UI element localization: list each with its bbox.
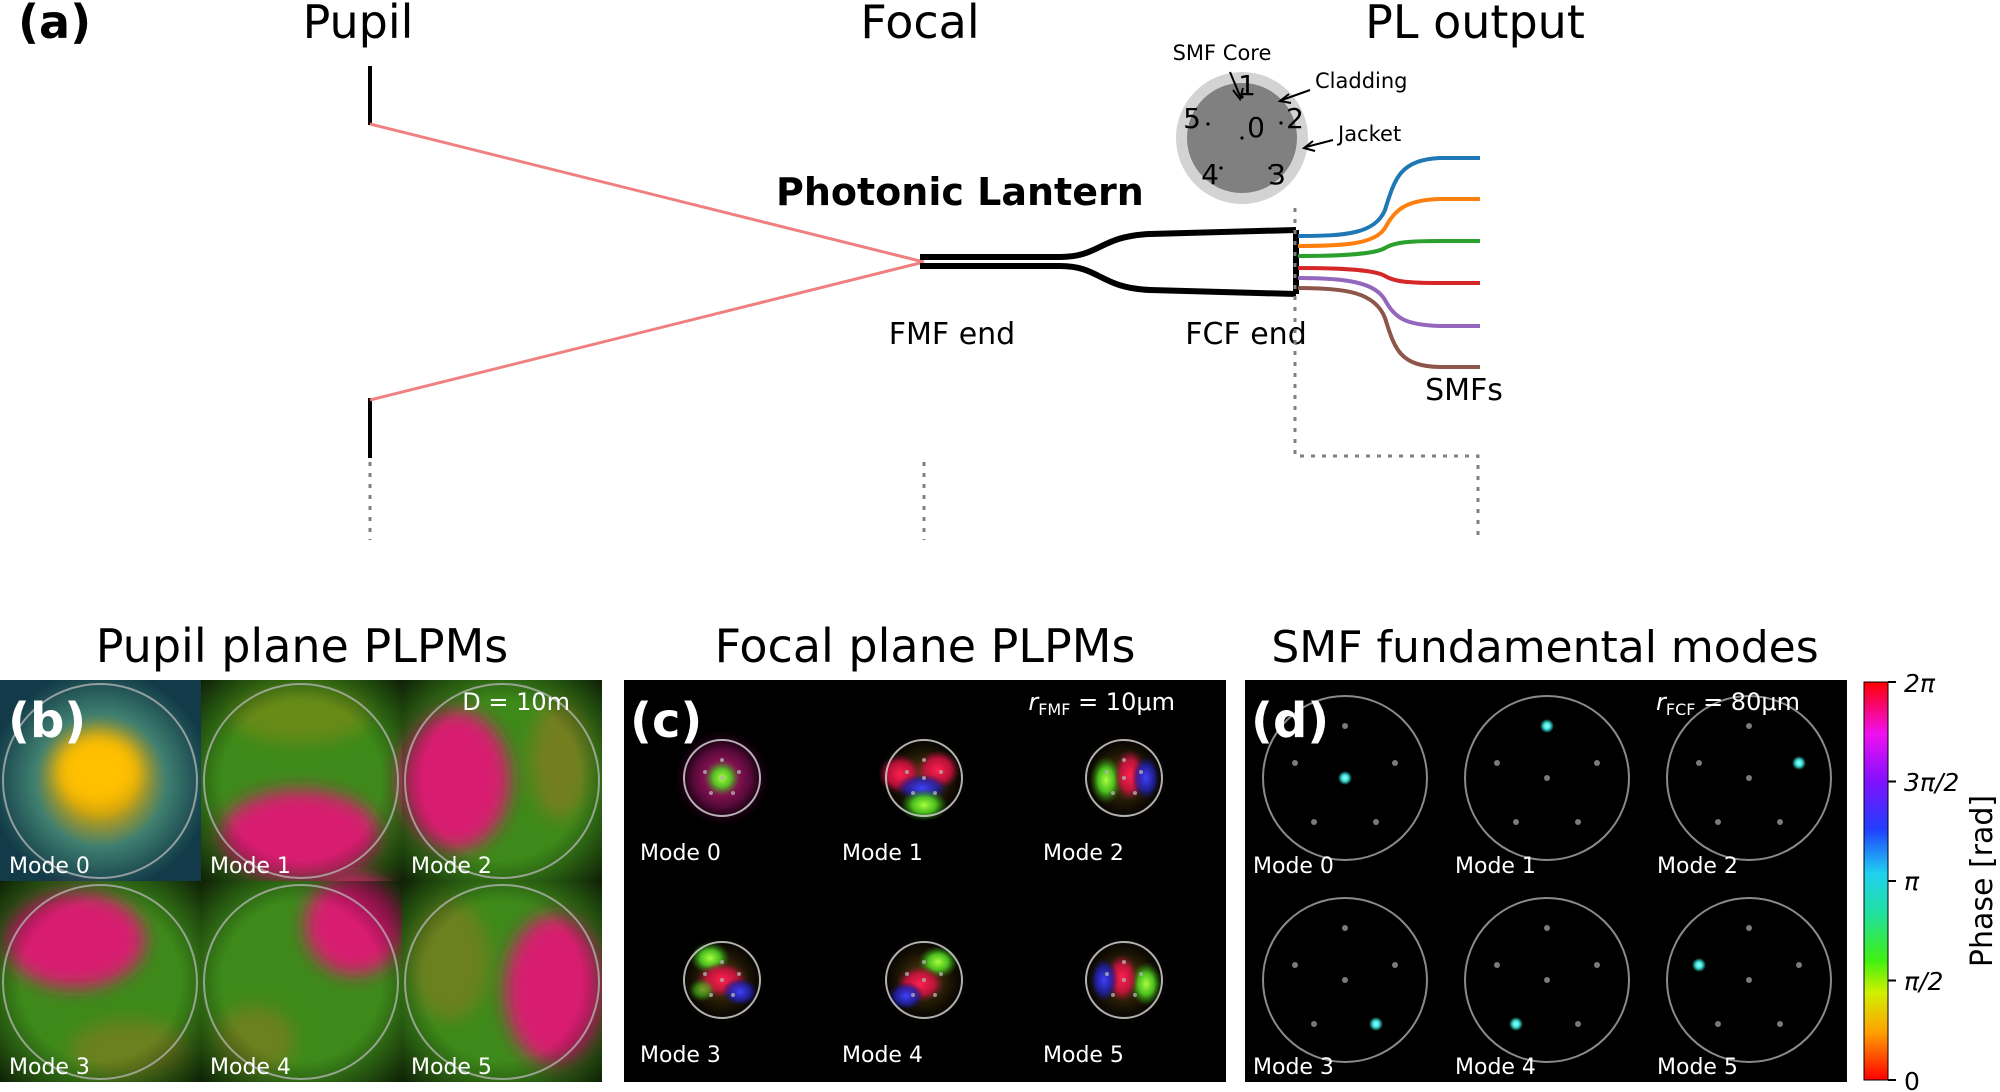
smf-mode-2-label: Mode 2	[1657, 854, 1738, 879]
core-number-1: 1	[1238, 69, 1256, 102]
fcf-radius-annotation: rFCF = 80μm	[1656, 688, 1800, 719]
label-smf-core: SMF Core	[1173, 41, 1272, 65]
smf-mode-3-label: Mode 3	[1253, 1055, 1334, 1080]
pupil-mode-5-label: Mode 5	[411, 1055, 492, 1080]
device-title: Photonic Lantern	[776, 170, 1144, 214]
pupil-diameter-annotation: D = 10m	[462, 688, 570, 716]
smf-mode-5-spot	[1692, 958, 1706, 972]
focal-mode-4-label: Mode 4	[842, 1043, 923, 1068]
smf-line-1	[1297, 197, 1480, 248]
panel-b-title: Pupil plane PLPMs	[96, 619, 508, 673]
focal-mode-2-label: Mode 2	[1043, 841, 1124, 866]
pupil-mode-3-image	[0, 881, 201, 1082]
pupil-mode-2-image	[400, 680, 602, 881]
core-number-2: 2	[1286, 102, 1304, 135]
smf-mode-0-spot	[1338, 771, 1352, 785]
colorbar-gradient	[1863, 681, 1889, 1081]
fcf-end-label: FCF end	[1185, 317, 1307, 352]
smf-core-dots	[1292, 723, 1802, 1027]
panel-b: (b) D = 10m Mode 0 Mode 1 Mode 2 Mode 3 …	[0, 680, 602, 1082]
photonic-lantern	[920, 227, 1299, 297]
pupil-mode-4-image	[201, 875, 405, 1082]
pupil-outlines	[2, 683, 600, 1080]
smf-line-4	[1297, 276, 1480, 328]
colorbar-tick-3pi-half: 3π/2	[1904, 768, 1959, 797]
pupil-mode-0-image	[0, 680, 201, 881]
pupil-mode-5-image	[402, 881, 602, 1082]
fmf-end-label: FMF end	[889, 317, 1015, 352]
smf-mode-0-label: Mode 0	[1253, 854, 1334, 879]
dotted-guides	[368, 208, 1480, 540]
stage-label-pl-output: PL output	[1365, 0, 1585, 49]
pupil-mode-0-label: Mode 0	[9, 854, 90, 879]
focal-mode-3-label: Mode 3	[640, 1043, 721, 1068]
colorbar-label: Phase [rad]	[1965, 795, 2000, 967]
panel-c: (c) rFMF = 10μm Mode 0 Mode 1 Mode 2 Mod…	[624, 680, 1226, 1082]
label-arrows	[1229, 71, 1334, 152]
smf-mode-spots	[1338, 719, 1806, 1031]
smf-mode-2-spot	[1792, 756, 1806, 770]
smf-mode-1-label: Mode 1	[1455, 854, 1536, 879]
focal-core-dots	[703, 758, 1143, 997]
pupil-mode-3-label: Mode 3	[9, 1055, 90, 1080]
smf-outlines	[1262, 695, 1832, 1063]
panel-d: (d) rFCF = 80μm Mode 0 Mode 1 Mode 2 Mod…	[1245, 680, 1847, 1082]
smf-mode-3-spot	[1369, 1017, 1383, 1031]
focal-mode-0-label: Mode 0	[640, 841, 721, 866]
smf-mode-4-spot	[1509, 1017, 1523, 1031]
focal-mode-5-label: Mode 5	[1043, 1043, 1124, 1068]
fmf-radius-annotation: rFMF = 10μm	[1028, 688, 1175, 719]
panel-letter-b: (b)	[8, 693, 86, 749]
core-number-0: 0	[1247, 111, 1265, 144]
panel-a: (a) Pupil Focal PL output Photonic Lante…	[18, 0, 1585, 540]
panel-letter-a: (a)	[18, 0, 91, 49]
panel-d-title: SMF fundamental modes	[1271, 622, 1818, 673]
panel-letter-d: (d)	[1251, 693, 1329, 749]
core-number-5: 5	[1183, 102, 1201, 135]
fiber-cross-section: 0 1 2 3 4 5 SMF Core Cladding Jacket	[1173, 41, 1408, 204]
colorbar-tick-0: 0	[1904, 1067, 1920, 1092]
colorbar-tick-pi-half: π/2	[1904, 967, 1943, 996]
pupil-mode-2-label: Mode 2	[411, 854, 492, 879]
smf-output-lines	[1297, 156, 1480, 369]
focal-outlines	[683, 739, 1163, 1019]
core-number-3: 3	[1268, 158, 1286, 191]
label-cladding: Cladding	[1315, 69, 1408, 93]
smf-line-0	[1297, 156, 1480, 238]
colorbar-tick-pi: π	[1904, 867, 1920, 896]
pupil-mode-1-image	[201, 680, 402, 882]
core-dots	[1206, 95, 1283, 170]
smf-mode-1-spot	[1540, 719, 1554, 733]
smf-line-5	[1297, 286, 1480, 369]
panel-letter-c: (c)	[630, 693, 702, 749]
pupil-mode-4-label: Mode 4	[210, 1055, 291, 1080]
smf-line-2	[1297, 239, 1480, 258]
panel-c-title: Focal plane PLPMs	[715, 619, 1136, 673]
focal-mode-1-label: Mode 1	[842, 841, 923, 866]
phase-colorbar: 0 π/2 π 3π/2 2π Phase [rad]	[1863, 669, 2000, 1092]
smf-mode-5-label: Mode 5	[1657, 1055, 1738, 1080]
pupil-mode-1-label: Mode 1	[210, 854, 291, 879]
beam-ray-upper	[369, 122, 925, 264]
smfs-label: SMFs	[1425, 373, 1503, 408]
beam-ray-lower	[369, 260, 925, 402]
smf-mode-4-label: Mode 4	[1455, 1055, 1536, 1080]
stage-label-pupil: Pupil	[303, 0, 414, 49]
smf-line-3	[1297, 266, 1480, 285]
stage-label-focal: Focal	[860, 0, 979, 49]
core-number-4: 4	[1201, 158, 1219, 191]
label-jacket: Jacket	[1336, 122, 1401, 146]
colorbar-tick-2pi: 2π	[1904, 669, 1936, 698]
